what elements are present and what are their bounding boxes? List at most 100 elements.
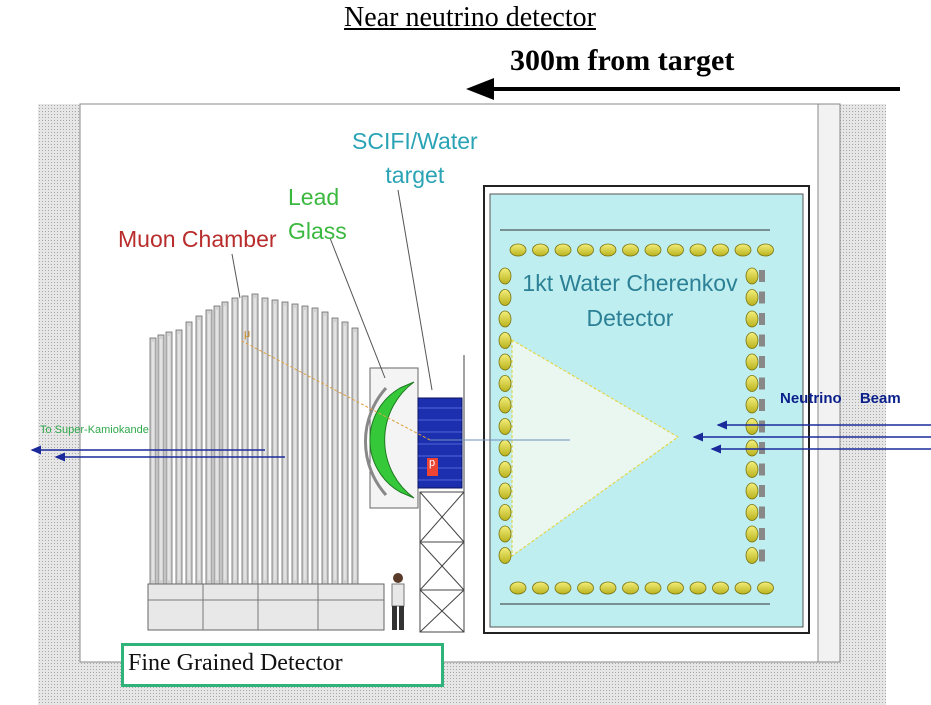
pmt-icon [498, 353, 512, 371]
pmt-icon [757, 581, 774, 595]
lead-label-line2: Glass [288, 218, 347, 244]
pmt-icon [599, 243, 617, 257]
pmt-icon [577, 581, 594, 595]
pmt-icon [734, 243, 752, 257]
scifi-target [417, 397, 463, 489]
pmt-icon [644, 243, 662, 257]
muon-chamber-plane [341, 321, 349, 585]
person-figure [391, 573, 405, 630]
muon-chamber-plane [149, 337, 157, 585]
pmt-icon [745, 482, 759, 500]
lead-glass-label: Lead Glass [288, 180, 347, 248]
pmt-icon [712, 581, 729, 595]
neutrino-beam-label: Neutrino Beam [780, 390, 901, 407]
muon-track-label: μ [244, 328, 251, 340]
pmt-icon [745, 547, 759, 564]
pmt-icon [745, 353, 759, 371]
support-tower [419, 355, 465, 633]
pmt-icon [745, 525, 759, 543]
pmt-icon [509, 581, 527, 595]
muon-chamber-plane [205, 309, 213, 585]
pmt-icon [554, 243, 572, 257]
muon-chamber-label: Muon Chamber [118, 226, 277, 252]
muon-chamber-plane [261, 297, 269, 585]
muon-chamber-planes [149, 293, 359, 585]
muon-chamber-plane [165, 331, 173, 585]
pmt-icon [757, 243, 774, 257]
pmt-icon [734, 581, 752, 595]
muon-chamber-plane [221, 301, 229, 585]
muon-chamber-plane [311, 307, 319, 585]
pmt-icon [667, 581, 684, 595]
particle-tracks [239, 339, 570, 441]
muon-chamber-plane [331, 317, 339, 585]
pmt-icon [498, 267, 512, 285]
pmt-icon [622, 581, 639, 595]
pmt-icon [745, 267, 759, 285]
to-sk-arrows [30, 445, 285, 462]
pmt-icon [745, 461, 759, 478]
muon-chamber-plane [231, 297, 239, 585]
muon-chamber-base [147, 583, 385, 631]
cherenkov-cone [511, 338, 680, 558]
pmt-array [498, 243, 774, 595]
pmt-icon [599, 581, 617, 595]
scifi-water-target-label: SCIFI/Water target [352, 124, 478, 192]
muon-chamber-plane [213, 305, 221, 585]
muon-chamber-plane [351, 327, 359, 585]
pmt-icon [644, 581, 662, 595]
distance-subtitle: 300m from target [510, 44, 735, 77]
pmt-icon [498, 310, 512, 328]
lead-glass-detector [363, 367, 419, 509]
water-cherenkov-label: 1kt Water Cherenkov Detector [487, 266, 773, 336]
pmt-icon [498, 547, 512, 564]
muon-chamber-plane [301, 305, 309, 585]
muon-chamber-plane [185, 321, 193, 585]
pmt-icon [745, 310, 759, 328]
pmt-icon [745, 504, 759, 521]
page-title: Near neutrino detector [344, 2, 596, 33]
pmt-icon [498, 439, 512, 457]
pmt-icon [622, 243, 639, 257]
pmt-icon [667, 243, 684, 257]
pmt-icon [532, 581, 549, 595]
pmt-icon [745, 396, 759, 414]
pmt-icon [509, 243, 527, 257]
proton-track-label: p [429, 457, 436, 469]
pmt-icon [745, 439, 759, 457]
muon-chamber-plane [321, 311, 329, 585]
pmt-icon [745, 375, 759, 392]
muon-chamber-plane [271, 299, 279, 585]
pmt-icon [498, 418, 512, 435]
neutrino-beam-arrows [692, 420, 931, 454]
pmt-icon [689, 243, 707, 257]
scifi-label-line2: target [385, 162, 445, 188]
pmt-icon [498, 504, 512, 521]
pmt-icon [498, 482, 512, 500]
lead-label-line1: Lead [288, 184, 340, 210]
pmt-icon [745, 418, 759, 435]
fine-grained-detector-caption: Fine Grained Detector [121, 643, 444, 687]
pmt-icon [532, 243, 549, 257]
pmt-icon [745, 332, 759, 349]
pmt-icon [498, 332, 512, 349]
pmt-icon [712, 243, 729, 257]
label-leader-lines [231, 189, 433, 391]
muon-chamber-plane [281, 301, 289, 585]
pmt-icon [498, 525, 512, 543]
pmt-icon [745, 289, 759, 306]
muon-chamber-plane [291, 303, 299, 585]
pmt-icon [498, 396, 512, 414]
scifi-label-line1: SCIFI/Water [352, 128, 478, 154]
muon-chamber-plane [251, 293, 259, 585]
pmt-icon [577, 243, 594, 257]
pmt-icon [554, 581, 572, 595]
pmt-icon [689, 581, 707, 595]
wcd-label-line2: Detector [586, 305, 674, 331]
muon-chamber-plane [157, 334, 165, 585]
pmt-icon [498, 375, 512, 392]
target-direction-arrow [466, 78, 900, 100]
wcd-label-line1: 1kt Water Cherenkov [522, 270, 738, 296]
to-super-kamiokande-label: To Super-Kamiokande [40, 424, 149, 436]
